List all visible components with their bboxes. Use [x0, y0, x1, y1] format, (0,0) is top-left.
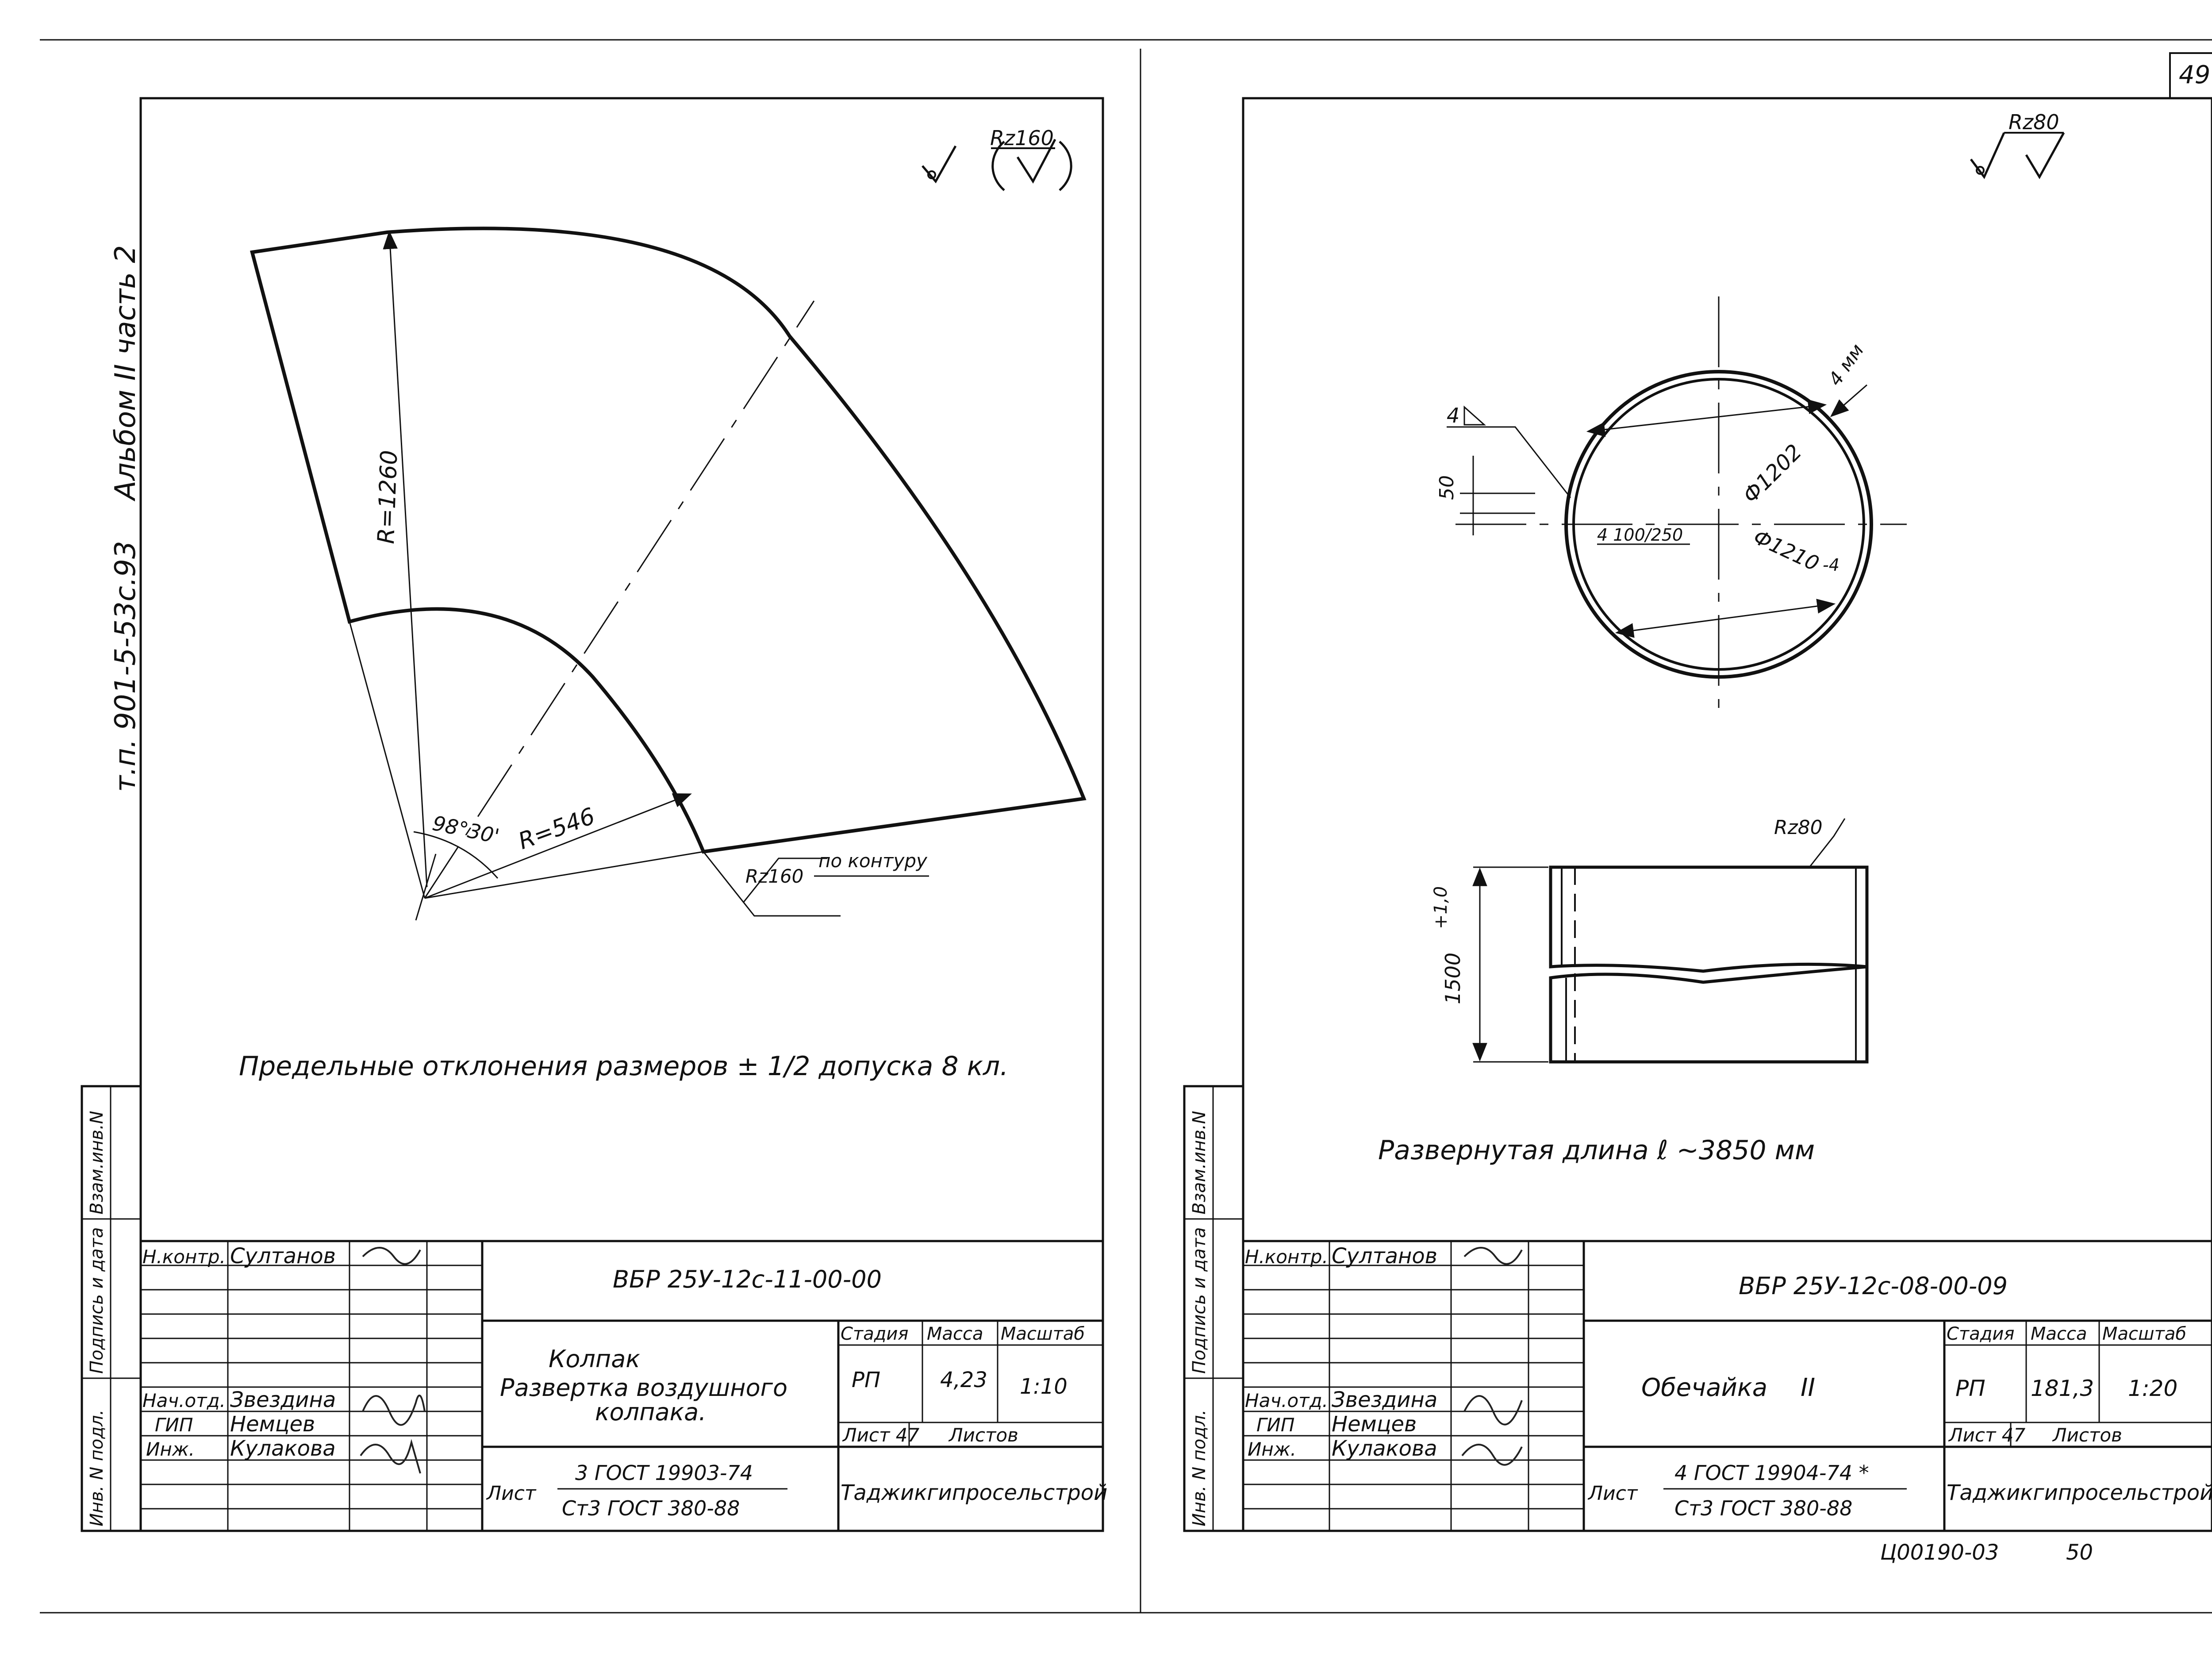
dim-gap: 50: [1436, 475, 1458, 500]
left-title-block: ВБР 25У-12с-11-00-00 Колпак Развертка во…: [139, 1240, 1107, 1532]
ring-view: Ф1202 Ф1210 -4 4 мм 4 4 100/250 50: [1436, 296, 1907, 717]
right-frame: [1242, 97, 2212, 1532]
right-drawing-code: ВБР 25У-12с-08-00-09: [1739, 1272, 2008, 1300]
right-mass-value: 181,3: [2031, 1376, 2094, 1401]
contour-roughness: Rz160: [745, 865, 803, 887]
left-header-mass: Масса: [927, 1324, 983, 1344]
left-strip-replace: Взам.инв.N: [87, 1111, 107, 1215]
right-scale-value: 1:20: [2128, 1376, 2177, 1401]
left-organization: Таджикгипросельстрой: [841, 1480, 1107, 1505]
right-role-0: Н.контр.: [1245, 1246, 1328, 1268]
left-mass-value: 4,23: [940, 1368, 987, 1392]
shell-side-view: 1500 +1,0 Rz80: [1431, 816, 1869, 1064]
left-stage-value: РП: [852, 1368, 880, 1392]
dim-dia-1210: Ф1210: [1750, 525, 1823, 576]
album-label: Альбом II часть 2: [109, 245, 142, 502]
shell-upper-part: [1549, 865, 1869, 973]
left-strip-inv: Инв. N подл.: [87, 1410, 107, 1526]
page-number: 49: [2179, 61, 2210, 89]
dim-line-r-inner: [424, 793, 692, 899]
dim-height: 1500: [1441, 953, 1465, 1004]
right-role-2: ГИП: [1256, 1414, 1294, 1436]
left-material-line2: Ст3 ГОСТ 380-88: [562, 1496, 740, 1520]
signature-marks: [360, 1247, 426, 1474]
left-name-3: Кулакова: [230, 1436, 336, 1461]
roughness-value-left: Rz160: [990, 126, 1054, 150]
weld-length: 4 100/250: [1597, 525, 1683, 545]
left-material-line1: 3 ГОСТ 19903-74: [575, 1461, 753, 1485]
right-sheets-label: Листов: [2052, 1424, 2122, 1446]
signature-marks-right: [1461, 1247, 1523, 1466]
right-material-prefix: Лист: [1587, 1482, 1638, 1505]
left-role-0: Н.контр.: [142, 1246, 226, 1268]
right-strip-sign: Подпись и дата: [1189, 1227, 1210, 1374]
right-header-mass: Масса: [2031, 1324, 2087, 1344]
tolerance-note: Предельные отклонения размеров ± 1/2 доп…: [239, 1051, 1008, 1082]
right-header-scale: Масштаб: [2102, 1324, 2186, 1344]
left-role-3: Инж.: [146, 1438, 195, 1460]
dim-line-r-outer: [383, 230, 428, 888]
developed-length-note: Развернутая длина ℓ ~3850 мм: [1378, 1135, 1815, 1166]
right-organization: Таджикгипросельстрой: [1947, 1480, 2212, 1505]
dim-angle: 98°30': [430, 811, 502, 849]
left-role-2: ГИП: [155, 1414, 193, 1436]
weld-mark: 4: [1447, 404, 1459, 427]
left-sheet: т.п. 901-5-53с.93 Альбом II часть 2 Rz16…: [81, 97, 1107, 1532]
left-name-0: Султанов: [230, 1244, 336, 1268]
left-role-1: Нач.отд.: [142, 1390, 226, 1411]
left-register-strip: Инв. N подл. Подпись и дата Взам.инв.N: [81, 1085, 142, 1532]
left-name-2: Немцев: [230, 1412, 315, 1437]
right-sheet: 49 Rz80 Ф1202 Ф1210 -4 4 мм 4 4 100/25: [1183, 52, 2212, 1565]
axis-centerline: [424, 300, 815, 899]
left-scale-value: 1:10: [1020, 1374, 1068, 1399]
left-sheet-number: Лист 47: [842, 1424, 920, 1446]
left-material-prefix: Лист: [486, 1482, 537, 1505]
left-title-line2: Развертка воздушного: [500, 1374, 787, 1402]
roughness-value-right: Rz80: [2008, 110, 2059, 134]
right-title-line1: Обечайка: [1641, 1373, 1767, 1402]
right-stage-value: РП: [1955, 1376, 1985, 1401]
dim-r-outer: R=1260: [373, 450, 403, 544]
shell-roughness: Rz80: [1774, 816, 1823, 839]
left-side-labels: т.п. 901-5-53с.93 Альбом II часть 2: [109, 245, 142, 792]
left-drawing-code: ВБР 25У-12с-11-00-00: [613, 1265, 882, 1293]
project-code-label: т.п. 901-5-53с.93: [109, 541, 142, 792]
right-name-1: Звездина: [1332, 1388, 1437, 1412]
page-number-box: [2169, 52, 2212, 99]
left-title-line1: Колпак: [549, 1345, 640, 1373]
left-strip-sign: Подпись и дата: [87, 1227, 107, 1374]
right-role-3: Инж.: [1248, 1438, 1296, 1460]
right-sheet-number: Лист 47: [1948, 1424, 2026, 1446]
right-strip-inv: Инв. N подл.: [1189, 1410, 1210, 1526]
right-material-line2: Ст3 ГОСТ 380-88: [1674, 1496, 1852, 1520]
right-name-2: Немцев: [1332, 1412, 1417, 1437]
right-title-block: ВБР 25У-12с-08-00-09 Обечайка II Стадия …: [1242, 1240, 2212, 1532]
shell-lower-part: [1549, 965, 1869, 1064]
sector-development: R=1260 R=546 98°30' Rz160 по контуру: [250, 227, 1087, 921]
right-register-strip: Инв. N подл. Подпись и дата Взам.инв.N: [1183, 1085, 1244, 1532]
dim-thickness: 4 мм: [1824, 340, 1868, 390]
right-title-line2: II: [1801, 1373, 1815, 1402]
sector-outline: [250, 227, 1087, 854]
right-name-0: Султанов: [1332, 1244, 1437, 1268]
footer-page: 50: [2066, 1540, 2093, 1565]
right-name-3: Кулакова: [1332, 1436, 1437, 1461]
dim-dia-tol: -4: [1823, 555, 1839, 575]
right-role-1: Нач.отд.: [1245, 1390, 1328, 1411]
right-header-stage: Стадия: [1947, 1324, 2014, 1344]
footer-code: Ц00190-03: [1880, 1540, 1999, 1565]
left-sheets-label: Листов: [948, 1424, 1018, 1446]
left-header-stage: Стадия: [841, 1324, 908, 1344]
right-strip-replace: Взам.инв.N: [1189, 1111, 1210, 1215]
right-material-line1: 4 ГОСТ 19904-74 *: [1674, 1461, 1869, 1485]
left-title-line3: колпака.: [595, 1398, 706, 1426]
roughness-symbol-right: Rz80: [1970, 110, 2065, 180]
left-name-1: Звездина: [230, 1388, 336, 1412]
contour-note: по контуру: [818, 850, 928, 872]
left-header-scale: Масштаб: [1001, 1324, 1085, 1344]
dim-height-tol: +1,0: [1431, 886, 1451, 929]
dim-dia-1202: Ф1202: [1738, 439, 1807, 508]
roughness-symbol-left: Rz160: [922, 126, 1072, 191]
